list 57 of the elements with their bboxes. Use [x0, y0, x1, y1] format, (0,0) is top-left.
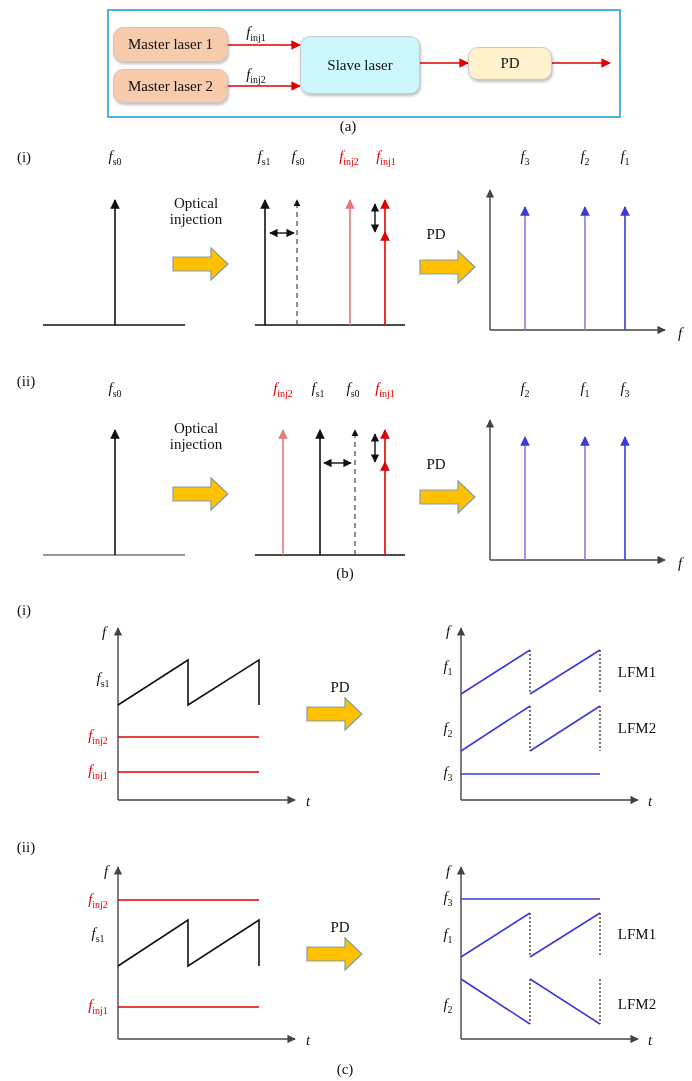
axis-label: f: [103, 864, 109, 880]
signal-label: LFM1: [617, 927, 657, 943]
frequency-label: f$_{inj1}$: [375, 380, 395, 400]
frequency-label: f$_{inj2}$: [88, 891, 108, 911]
frequency-label: f$_{s0}$: [108, 380, 122, 400]
frequency-label: f$_{1}$: [620, 148, 630, 168]
axis-label: f: [101, 625, 107, 641]
frequency-label: f$_{inj2}$: [273, 380, 293, 400]
process-label: PD: [330, 920, 350, 936]
caption-label: (b): [336, 566, 354, 582]
caption-label: (a): [339, 119, 357, 135]
axis-label: t: [305, 794, 311, 810]
axis-label: t: [647, 794, 653, 810]
frequency-label: f$_{1}$: [443, 658, 453, 678]
panel-label: (ii): [16, 840, 36, 856]
panel-label: (i): [16, 150, 32, 166]
frequency-label: f$_{s1}$: [91, 925, 105, 945]
process-label: Optical injection: [168, 421, 224, 453]
frequency-label: f$_{3}$: [520, 148, 530, 168]
process-label: PD: [425, 457, 447, 473]
frequency-label: f$_{3}$: [443, 889, 453, 909]
edge-label: f$_{inj1}$: [246, 23, 266, 43]
edge-label: f$_{inj2}$: [246, 65, 266, 85]
frequency-label: f$_{s1}$: [96, 670, 110, 690]
panel-label: (ii): [16, 374, 36, 390]
axis-label: f: [677, 326, 683, 342]
frequency-label: f$_{inj2}$: [339, 148, 359, 168]
frequency-label: f$_{3}$: [443, 764, 453, 784]
signal-label: LFM2: [617, 721, 657, 737]
frequency-label: f$_{inj2}$: [88, 727, 108, 747]
frequency-label: f$_{3}$: [620, 380, 630, 400]
frequency-label: f$_{inj1}$: [88, 762, 108, 782]
axis-label: t: [305, 1033, 311, 1049]
frequency-label: f$_{1}$: [443, 926, 453, 946]
frequency-label: f$_{1}$: [580, 380, 590, 400]
panel-label: (i): [16, 603, 32, 619]
frequency-label: f$_{inj1}$: [376, 148, 396, 168]
axis-label: f: [677, 556, 683, 572]
frequency-label: f$_{2}$: [443, 996, 453, 1016]
signal-label: LFM2: [617, 997, 657, 1013]
frequency-label: f$_{s1}$: [311, 380, 325, 400]
frequency-label: f$_{s0}$: [108, 148, 122, 168]
axis-label: f: [445, 624, 451, 640]
signal-label: LFM1: [617, 665, 657, 681]
caption-label: (c): [336, 1062, 354, 1078]
frequency-label: f$_{s1}$: [257, 148, 271, 168]
frequency-label: f$_{2}$: [580, 148, 590, 168]
frequency-label: f$_{2}$: [443, 720, 453, 740]
frequency-label: f$_{s0}$: [291, 148, 305, 168]
frequency-label: f$_{inj1}$: [88, 997, 108, 1017]
frequency-label: f$_{s0}$: [346, 380, 360, 400]
frequency-label: f$_{2}$: [520, 380, 530, 400]
process-label: PD: [330, 680, 350, 696]
axis-label: f: [445, 864, 451, 880]
process-label: PD: [425, 227, 447, 243]
process-label: Optical injection: [168, 196, 224, 228]
axis-label: t: [647, 1033, 653, 1049]
